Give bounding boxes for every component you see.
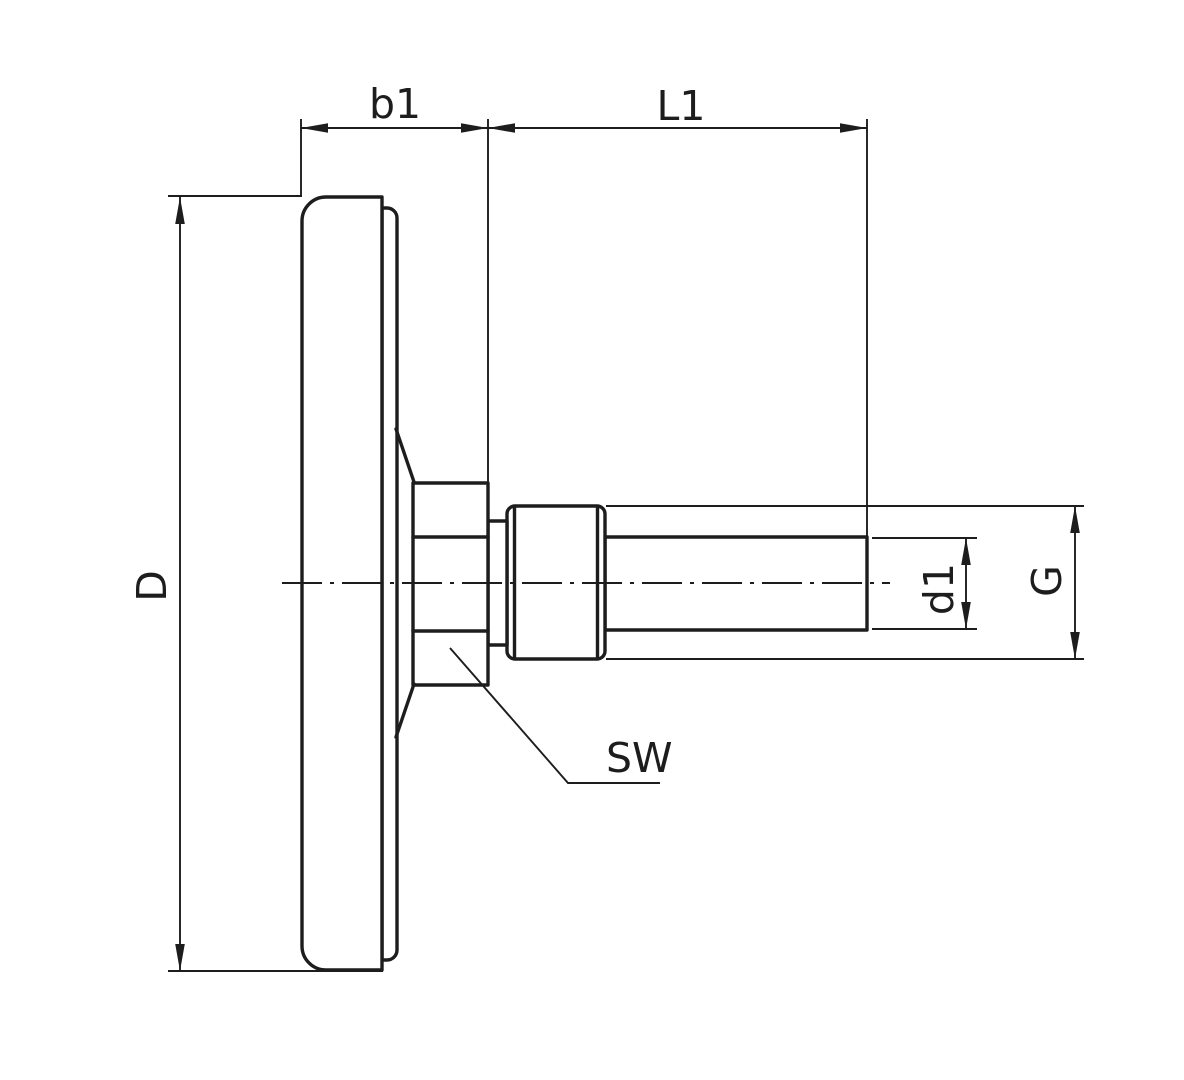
arrow-d1-top	[961, 538, 971, 565]
dim-label-G: G	[1023, 565, 1071, 597]
arrow-D-top	[175, 197, 185, 224]
arrow-D-bottom	[175, 944, 185, 971]
case-taper-bottom	[394, 682, 416, 739]
hex-nut	[411, 481, 490, 687]
case-back-rim	[380, 206, 399, 962]
case-taper-top	[394, 427, 416, 484]
arrow-b1-left	[301, 123, 328, 133]
dim-label-b1: b1	[369, 80, 421, 128]
dim-label-D: D	[128, 570, 176, 602]
arrow-G-bottom	[1070, 632, 1080, 659]
arrow-G-top	[1070, 506, 1080, 533]
sw-leader-line	[449, 647, 660, 784]
arrow-L1-right	[840, 123, 867, 133]
arrow-d1-bottom	[961, 602, 971, 629]
dim-label-d1: d1	[915, 563, 963, 615]
dim-label-L1: L1	[657, 82, 706, 130]
dim-label-SW: SW	[606, 734, 673, 782]
arrow-L1-left	[488, 123, 515, 133]
arrow-b1-right	[461, 123, 488, 133]
